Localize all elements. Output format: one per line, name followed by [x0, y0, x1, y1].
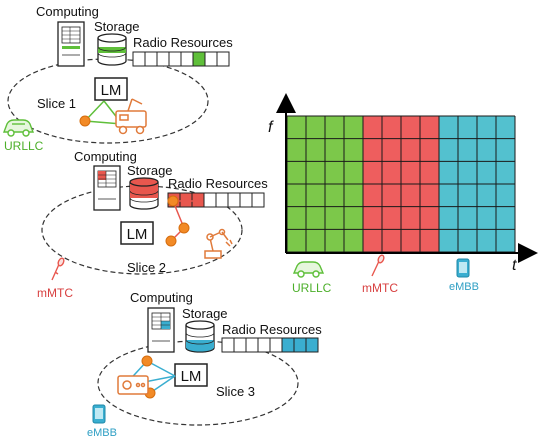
radio-resource-cell [245, 337, 259, 353]
radio-resource-cell [233, 337, 247, 353]
legend-urllc: URLLC [292, 261, 332, 295]
slice-3-computing-label: Computing [130, 290, 193, 305]
slice-1-computing-label: Computing [36, 4, 99, 19]
slice-3-service-icon [92, 404, 106, 424]
slice-3-label: Slice 3 [216, 384, 255, 399]
slice-2-storage-icon [129, 177, 159, 210]
radio-resource-cell [269, 337, 283, 353]
radio-resource-cell [215, 192, 229, 208]
legend-mmtc: mMTC [362, 254, 398, 295]
radio-resource-cell [221, 337, 235, 353]
slice-2-service-label: mMTC [37, 286, 73, 300]
slice-3-node-top [141, 355, 153, 367]
radio-resource-cell [168, 51, 182, 67]
radio-resource-cell [156, 51, 170, 67]
slice-3-radio-resource-bar [221, 337, 319, 353]
slice-1: Computing Storage Radio Resources LM Sli… [2, 4, 233, 153]
slice-2-node-top [167, 195, 179, 207]
radio-resource-cell [227, 192, 241, 208]
radio-resource-cell [257, 337, 271, 353]
legend-urllc-label: URLLC [292, 281, 332, 295]
radio-resource-cell [216, 51, 230, 67]
radio-resource-cell [192, 51, 206, 67]
radio-device-icon [117, 375, 149, 395]
sensor-probe-icon [371, 254, 385, 277]
slice-1-model-label: LM [101, 82, 122, 99]
slice-1-radio-resource-bar [132, 51, 230, 67]
slice-1-storage-icon [97, 33, 127, 66]
slice-3-model-label: LM [181, 368, 202, 385]
frequency-axis-label: f [268, 119, 274, 136]
radio-resource-cell [305, 337, 319, 353]
slice-1-server-icon [57, 21, 85, 67]
legend-embb: eMBB [449, 258, 479, 293]
slice-1-label: Slice 1 [37, 96, 76, 111]
legend-embb-label: eMBB [449, 281, 479, 293]
slice-2-radio-resource-bar [167, 192, 265, 208]
slice-1-radio-resources-label: Radio Resources [133, 35, 233, 50]
radio-resource-cell [191, 192, 205, 208]
radio-resource-cell [144, 51, 158, 67]
radio-resource-cell [281, 337, 295, 353]
slice-2-node-right [178, 222, 190, 234]
slice-2-computing-label: Computing [74, 149, 137, 164]
grid-legend: URLLC mMTC eMBB [292, 254, 479, 295]
robot-cart-icon [115, 98, 147, 135]
slice-2-server-icon [93, 165, 121, 211]
slice-2-radio-resources-label: Radio Resources [168, 176, 268, 191]
slice-1-model-box: LM [94, 77, 128, 101]
legend-mmtc-label: mMTC [362, 281, 398, 295]
smartphone-icon [456, 258, 470, 278]
slice-3-model-box: LM [174, 363, 208, 387]
slice-2-storage-label: Storage [127, 163, 173, 178]
radio-resource-cell [239, 192, 253, 208]
slice-2-boundary [41, 185, 243, 275]
slice-2: Computing Storage Radio Resources LM Sli… [37, 149, 268, 300]
slice-3-service-label: eMBB [87, 427, 117, 439]
slice-1-service-icon [2, 119, 35, 137]
radio-resource-cell [204, 51, 218, 67]
robotic-arm-icon [204, 228, 233, 259]
slice-3-radio-resources-label: Radio Resources [222, 322, 322, 337]
radio-resource-cell [251, 192, 265, 208]
slice-3-server-icon [147, 307, 175, 353]
slice-2-node-bottom [165, 235, 177, 247]
time-axis-label: t [512, 257, 517, 274]
slice-3: Computing Storage Radio Resources LM Sli… [87, 290, 322, 439]
slice-1-node [79, 115, 91, 127]
radio-resource-cell [179, 192, 193, 208]
slice-3-storage-icon [185, 320, 215, 353]
slice-1-storage-label: Storage [94, 19, 140, 34]
radio-resource-cell [132, 51, 146, 67]
slice-2-label: Slice 2 [127, 260, 166, 275]
slice-2-service-icon [51, 257, 65, 281]
slice-3-storage-label: Storage [182, 306, 228, 321]
car-icon [292, 261, 325, 278]
slice-2-model-box: LM [120, 221, 154, 245]
slice-2-model-label: LM [127, 226, 148, 243]
slice-1-service-label: URLLC [4, 139, 44, 153]
radio-resource-cell [203, 192, 217, 208]
time-frequency-grid: f t [268, 93, 538, 274]
radio-resource-cell [180, 51, 194, 67]
radio-resource-cell [293, 337, 307, 353]
